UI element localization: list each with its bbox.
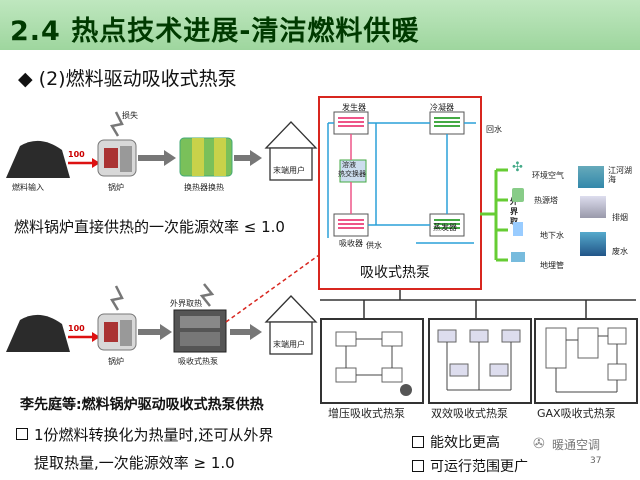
solution-hx-block xyxy=(339,159,367,183)
bottom-boiler-label: 锅炉 xyxy=(108,357,124,366)
hx-label-1: 溶液 xyxy=(342,161,356,169)
source-heat-tower: 热源塔 xyxy=(534,196,558,205)
variant-diagram-1 xyxy=(320,318,424,404)
source-ambient-air: 环境空气 xyxy=(532,171,564,180)
bottom-end-user-label: 末端用户 xyxy=(273,340,305,349)
tower-icon xyxy=(512,188,524,202)
advantage-2: 可运行范围更广 xyxy=(430,459,528,475)
supply-water-label: 供水 xyxy=(366,241,382,250)
hx-label-2: 热交换器 xyxy=(338,170,366,178)
top-end-user-label: 末端用户 xyxy=(273,166,305,175)
page-number: 37 xyxy=(590,456,602,466)
slide-subtitle: ◆ (2)燃料驱动吸收式热泵 xyxy=(18,64,237,91)
house-body-icon xyxy=(269,147,313,181)
fan-icon: ✣ xyxy=(512,160,523,175)
wastewater-label: 废水 xyxy=(612,247,628,256)
top-exchanger-label: 换热器换热 xyxy=(184,183,224,192)
top-efficiency-text: 燃料锅炉直接供热的一次能源效率 ≤ 1.0 xyxy=(14,218,285,236)
river-label: 江河湖海 xyxy=(608,166,632,184)
external-label-3: 取 xyxy=(510,216,518,227)
slide-title: 2.4 热点技术进展-清洁燃料供暖 xyxy=(10,16,420,47)
variant-label-2: 双效吸收式热泵 xyxy=(431,407,508,420)
coal-pile-icon-2 xyxy=(6,314,70,352)
variant-diagram-2 xyxy=(428,318,532,404)
groundwater-icon xyxy=(513,222,523,236)
exhaust-label: 排烟 xyxy=(612,213,628,222)
advantage-checkbox-icon-2 xyxy=(412,460,424,472)
external-label-2: 界 xyxy=(510,207,518,216)
coal-pile-icon xyxy=(6,140,70,178)
external-heat-label: 外界取热 xyxy=(170,299,202,308)
variant-label-3: GAX吸收式热泵 xyxy=(537,407,616,420)
return-water-label: 回水 xyxy=(486,125,502,134)
bottom-heat-pump-label: 吸收式热泵 xyxy=(178,357,218,366)
advantage-checkbox-icon-1 xyxy=(412,436,424,448)
bullet-checkbox-icon xyxy=(16,428,28,440)
top-boiler-label: 锅炉 xyxy=(108,183,124,192)
source-groundwater: 地下水 xyxy=(540,231,564,240)
schematic-caption: 吸收式热泵 xyxy=(360,265,430,281)
top-value-label: 100 xyxy=(68,150,85,159)
subtitle-text: (2)燃料驱动吸收式热泵 xyxy=(38,68,237,90)
bottom-flow-diagram xyxy=(6,283,318,355)
top-loss-label: 损失 xyxy=(122,111,138,120)
condenser-label: 冷凝器 xyxy=(430,103,454,112)
bottom-value-label: 100 xyxy=(68,324,85,333)
watermark-logo-icon: ✇ xyxy=(533,436,545,452)
loss-arrow-icon xyxy=(110,111,124,137)
source-ground-pipe: 地埋管 xyxy=(540,261,564,270)
watermark-text: 暖通空调 xyxy=(552,438,601,452)
fuel-input-label: 燃料输入 xyxy=(12,183,44,192)
external-bracket xyxy=(480,168,508,262)
evaporator-label: 蒸发器 xyxy=(433,223,457,232)
external-heat-icon xyxy=(199,283,215,307)
absorber-label: 吸收器 xyxy=(339,239,363,248)
variant-diagram-3 xyxy=(534,318,638,404)
river-photo xyxy=(578,166,604,188)
top-flow-diagram xyxy=(6,111,318,181)
wastewater-photo xyxy=(580,232,606,256)
generator-label: 发生器 xyxy=(342,103,366,112)
diamond-bullet-icon: ◆ xyxy=(18,68,33,90)
exhaust-photo xyxy=(580,196,606,218)
bullet-line-2: 提取热量,一次能源效率 ≥ 1.0 xyxy=(34,454,235,472)
advantage-1: 能效比更高 xyxy=(430,435,500,451)
author-text: 李先庭等:燃料锅炉驱动吸收式热泵供热 xyxy=(20,397,264,413)
ground-pipe-icon xyxy=(511,252,525,262)
author-line: 李先庭等:燃料锅炉驱动吸收式热泵供热 xyxy=(20,394,264,414)
house-body-icon-2 xyxy=(269,321,313,355)
bullet-line-1: 1份燃料转换化为热量时,还可从外界 xyxy=(34,426,274,444)
schematic-drawing xyxy=(327,111,476,244)
variant-label-1: 增压吸收式热泵 xyxy=(328,407,405,420)
loss-arrow-icon-2 xyxy=(110,285,124,311)
title-bar xyxy=(0,0,640,50)
